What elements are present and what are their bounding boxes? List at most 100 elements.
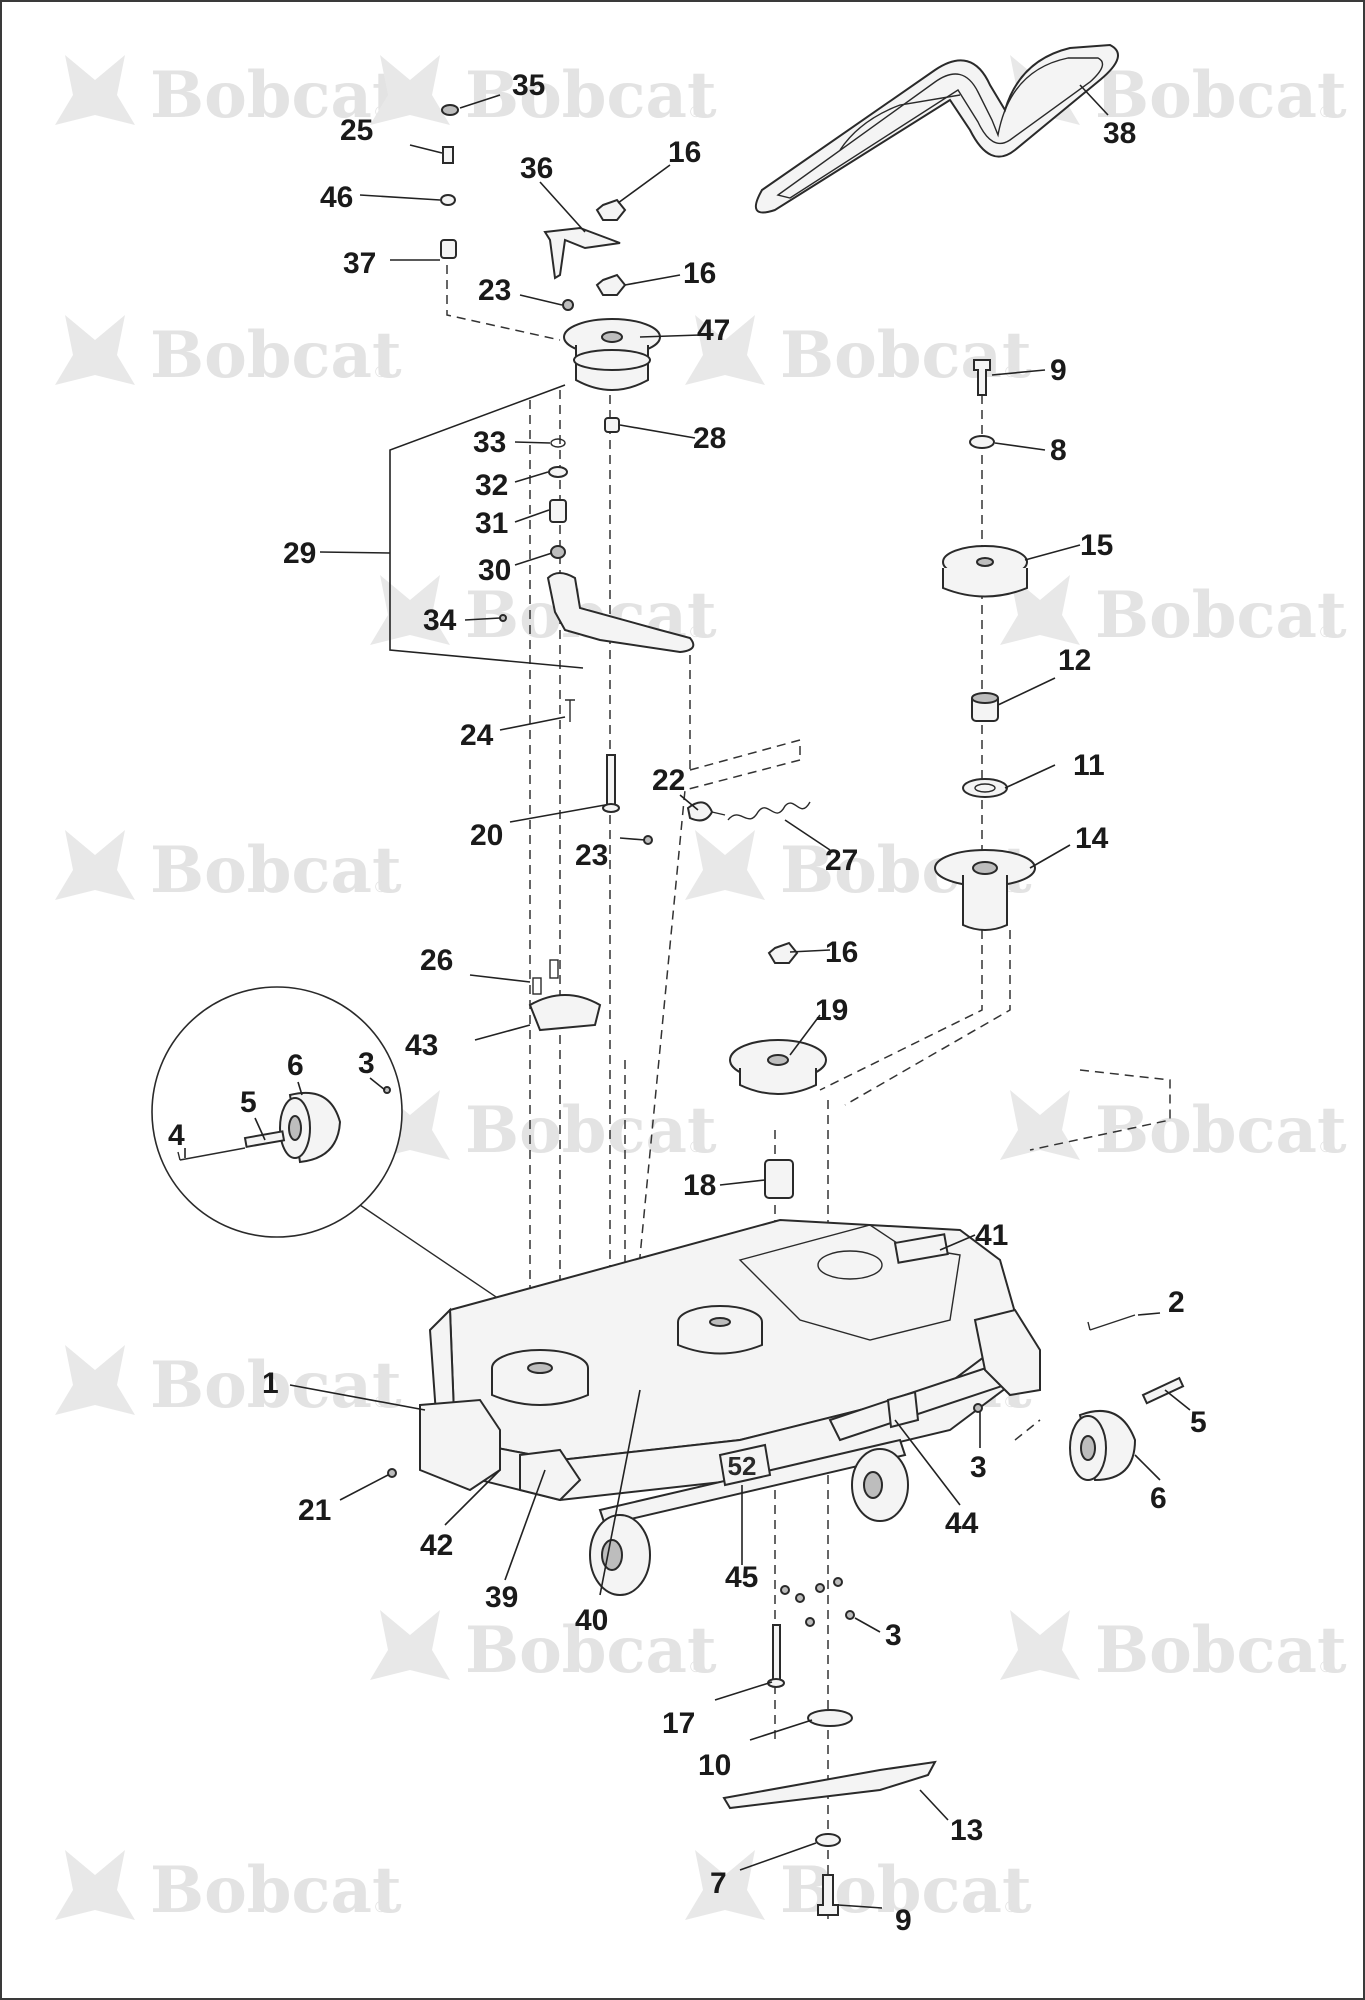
watermark-text: Bobcat bbox=[150, 833, 402, 908]
callout-43: 43 bbox=[405, 1029, 438, 1062]
callout-11: 11 bbox=[1073, 749, 1105, 782]
deck-size-badge: 52 bbox=[728, 1451, 757, 1481]
mower-deck: 52 bbox=[419, 1218, 1041, 1596]
watermark-text: Bobcat bbox=[465, 1093, 717, 1168]
callout-36: 36 bbox=[520, 152, 553, 185]
callout-14: 14 bbox=[1075, 822, 1109, 855]
watermark-reg: ® bbox=[1005, 1394, 1017, 1411]
callout-37: 37 bbox=[343, 247, 376, 280]
watermark: Bobcat® bbox=[55, 1345, 402, 1423]
watermark-reg: ® bbox=[690, 104, 702, 121]
watermark: Bobcat® bbox=[1000, 575, 1347, 653]
callout-39: 39 bbox=[485, 1581, 518, 1614]
watermark-text: Bobcat bbox=[150, 1853, 402, 1928]
callout-38: 38 bbox=[1103, 117, 1136, 150]
watermark-text: Bobcat bbox=[150, 58, 402, 133]
callout-25: 25 bbox=[340, 114, 373, 147]
watermark-text: Bobcat bbox=[150, 318, 402, 393]
callout-33: 33 bbox=[473, 426, 506, 459]
watermark-reg: ® bbox=[1320, 624, 1332, 641]
idler-pivot-parts bbox=[440, 104, 811, 845]
watermark-text: Bobcat bbox=[1095, 58, 1347, 133]
callout-47: 47 bbox=[697, 314, 730, 347]
watermark-reg: ® bbox=[690, 1139, 702, 1156]
callout-24: 24 bbox=[460, 719, 494, 752]
watermark: Bobcat® bbox=[55, 830, 402, 908]
watermark: Bobcat® bbox=[55, 55, 402, 133]
callout-22: 22 bbox=[652, 764, 685, 797]
callout-3: 3 bbox=[358, 1047, 375, 1080]
watermark: Bobcat® bbox=[370, 1610, 717, 1688]
callout-6: 6 bbox=[1150, 1482, 1167, 1515]
callout-labels: 35 25 46 37 36 16 16 23 47 38 9 8 33 28 … bbox=[168, 69, 1207, 1937]
watermark-reg: ® bbox=[1320, 1659, 1332, 1676]
callout-leaders bbox=[184, 84, 1191, 1909]
callout-6: 6 bbox=[287, 1049, 304, 1082]
watermark-reg: ® bbox=[1005, 1899, 1017, 1916]
callout-4: 4 bbox=[168, 1119, 185, 1152]
watermark: Bobcat® bbox=[685, 1850, 1032, 1928]
right-caster-parts bbox=[387, 1314, 1185, 1482]
watermark: Bobcat® bbox=[685, 315, 1032, 393]
callout-40: 40 bbox=[575, 1604, 608, 1637]
deck-idler-parts bbox=[528, 941, 827, 1199]
watermark-text: Bobcat bbox=[465, 1613, 717, 1688]
callout-13: 13 bbox=[950, 1814, 983, 1847]
watermark-text: Bobcat bbox=[1095, 578, 1347, 653]
watermark-text: Bobcat bbox=[465, 58, 717, 133]
watermark-reg: ® bbox=[375, 364, 387, 381]
watermark: Bobcat® bbox=[1000, 1090, 1347, 1168]
callout-34: 34 bbox=[423, 604, 457, 637]
watermark-text: Bobcat bbox=[1095, 1613, 1347, 1688]
callout-18: 18 bbox=[683, 1169, 716, 1202]
callout-3: 3 bbox=[970, 1451, 987, 1484]
callout-35: 35 bbox=[512, 69, 545, 102]
watermark-reg: ® bbox=[1320, 104, 1332, 121]
drive-belt bbox=[754, 43, 1119, 214]
callout-8: 8 bbox=[1050, 434, 1067, 467]
watermark: Bobcat® bbox=[55, 1850, 402, 1928]
watermark: Bobcat® bbox=[370, 1090, 717, 1168]
callout-5: 5 bbox=[1190, 1406, 1207, 1439]
watermark: Bobcat® bbox=[55, 315, 402, 393]
callout-46: 46 bbox=[320, 181, 353, 214]
watermark: Bobcat® bbox=[1000, 1610, 1347, 1688]
spindle-stack bbox=[934, 359, 1036, 931]
callout-3: 3 bbox=[885, 1619, 902, 1652]
callout-10: 10 bbox=[698, 1749, 731, 1782]
callout-17: 17 bbox=[662, 1707, 695, 1740]
watermark-reg: ® bbox=[690, 1659, 702, 1676]
blade-assembly bbox=[722, 1577, 937, 1916]
watermark-reg: ® bbox=[690, 624, 702, 641]
callout-20: 20 bbox=[470, 819, 503, 852]
callout-45: 45 bbox=[725, 1561, 758, 1594]
callout-16: 16 bbox=[668, 136, 701, 169]
callout-21: 21 bbox=[298, 1494, 331, 1527]
callout-9: 9 bbox=[1050, 354, 1067, 387]
callout-23: 23 bbox=[478, 274, 511, 307]
callout-27: 27 bbox=[825, 844, 858, 877]
callout-29: 29 bbox=[283, 537, 316, 570]
callout-12: 12 bbox=[1058, 644, 1091, 677]
callout-28: 28 bbox=[693, 422, 726, 455]
watermark-text: Bobcat bbox=[1095, 1093, 1347, 1168]
callout-5: 5 bbox=[240, 1086, 257, 1119]
callout-42: 42 bbox=[420, 1529, 453, 1562]
callout-16: 16 bbox=[825, 936, 858, 969]
callout-7: 7 bbox=[710, 1867, 727, 1900]
callout-1: 1 bbox=[262, 1367, 279, 1400]
callout-9: 9 bbox=[895, 1904, 912, 1937]
watermark-text: Bobcat bbox=[150, 1348, 402, 1423]
watermark-reg: ® bbox=[375, 1899, 387, 1916]
callout-32: 32 bbox=[475, 469, 508, 502]
callout-44: 44 bbox=[945, 1507, 979, 1540]
callout-23: 23 bbox=[575, 839, 608, 872]
callout-16: 16 bbox=[683, 257, 716, 290]
callout-2: 2 bbox=[1168, 1286, 1185, 1319]
watermark-reg: ® bbox=[1320, 1139, 1332, 1156]
callout-31: 31 bbox=[475, 507, 508, 540]
watermark-reg: ® bbox=[375, 879, 387, 896]
callout-15: 15 bbox=[1080, 529, 1113, 562]
callout-26: 26 bbox=[420, 944, 453, 977]
